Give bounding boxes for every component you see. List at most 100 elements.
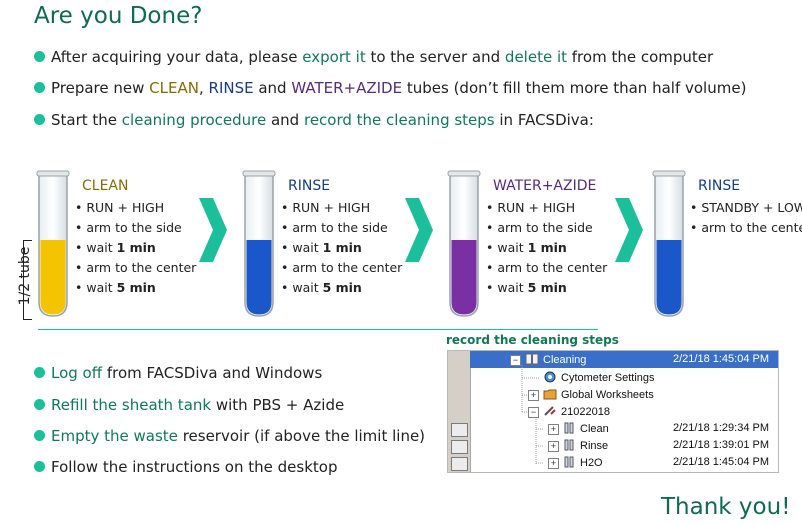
tree-row-clean[interactable]: Clean (562, 422, 609, 435)
step-list-water-azide: • RUN + HIGH• arm to the side• wait 1 mi… (486, 198, 607, 298)
divider (38, 329, 598, 330)
step-title-rinse: RINSE (288, 178, 331, 194)
bullet-text: , (198, 79, 209, 97)
page-title: Are you Done? (34, 3, 203, 29)
step-item: • wait 1 min (281, 240, 362, 255)
bullet-text: reservoir (if above the limit line) (177, 427, 426, 445)
step-list-rinse: • RUN + HIGH• arm to the side• wait 1 mi… (281, 198, 402, 298)
tree-row-global-worksheets[interactable]: Global Worksheets (543, 388, 654, 401)
step-item: • arm to the side (281, 220, 388, 235)
clean-label: CLEAN (149, 79, 199, 97)
bullet-highlight: cleaning procedure (121, 111, 267, 129)
bullet-highlight: export it (302, 48, 366, 66)
bullet-follow-instructions: Follow the instructions on the desktop (34, 458, 337, 476)
panel-gutter (448, 351, 471, 472)
step-item: • arm to the side (75, 220, 182, 235)
bullet-dot (34, 114, 45, 125)
bullet-highlight: Log off (51, 364, 103, 382)
gutter-button[interactable] (451, 423, 468, 437)
tree-row-label: Cytometer Settings (561, 372, 655, 384)
bullet-dot (34, 399, 45, 410)
cytometer-icon (544, 371, 556, 383)
rinse-tube-icon (242, 170, 276, 317)
facsdiva-browser-panel: − Cleaning 2/21/18 1:45:04 PM Cytometer … (447, 350, 779, 473)
collapse-toggle[interactable]: − (510, 355, 521, 366)
step-item: • STANDBY + LOW (690, 200, 802, 215)
collapse-toggle[interactable]: − (528, 407, 539, 418)
chevron-right-icon (199, 198, 227, 262)
rinse-label: RINSE (208, 79, 254, 97)
tree-row-rinse[interactable]: Rinse (562, 439, 608, 452)
rinse-standby-tube-icon (652, 170, 686, 317)
bullet-text: and (253, 79, 292, 97)
tree-row-experiment[interactable]: 21022018 (543, 405, 610, 418)
bullet-text: from the computer (567, 48, 714, 66)
bullet-log-off: Log off from FACSDiva and Windows (34, 364, 322, 382)
selected-row-highlight (470, 351, 778, 368)
bullet-highlight: delete it (504, 48, 567, 66)
bullet-dot (34, 367, 45, 378)
record-steps-label: record the cleaning steps (446, 333, 619, 347)
water-azide-label: WATER+AZIDE (291, 79, 403, 97)
bullet-highlight: Empty the waste (51, 427, 178, 445)
water-azide-tube-icon (447, 170, 481, 317)
tree-row-cleaning[interactable]: Cleaning (525, 353, 586, 366)
bullet-text: After acquiring your data, please (51, 48, 303, 66)
clean-tube-icon (36, 170, 70, 317)
bullet-text: from FACSDiva and Windows (102, 364, 323, 382)
expand-toggle[interactable]: + (528, 390, 539, 401)
step-item: • arm to the center (690, 220, 802, 235)
tree-row-label: 21022018 (561, 406, 610, 418)
bullet-export: After acquiring your data, please export… (34, 48, 713, 66)
step-title-clean: CLEAN (82, 178, 129, 194)
step-item: • arm to the side (486, 220, 593, 235)
step-item: • arm to the center (486, 260, 608, 275)
bullet-text: Start the (51, 111, 122, 129)
tree-row-date: 2/21/18 1:45:04 PM (673, 353, 770, 365)
step-item: • arm to the center (281, 260, 403, 275)
step-list-rinse-standby: • STANDBY + LOW • arm to the center (690, 198, 802, 238)
tree-row-label: H2O (580, 457, 603, 469)
step-title-water-azide: WATER+AZIDE (493, 178, 597, 194)
bullet-text: to the server and (365, 48, 505, 66)
tree-row-date: 2/21/18 1:29:34 PM (673, 422, 770, 434)
book-icon (525, 353, 539, 365)
bullet-prepare-tubes: Prepare new CLEAN, RINSE and WATER+AZIDE… (34, 79, 746, 97)
experiment-icon (544, 406, 556, 416)
step-title-rinse-standby: RINSE (698, 178, 741, 194)
gutter-button[interactable] (451, 457, 468, 471)
half-tube-bracket (23, 240, 32, 320)
bullet-empty-waste: Empty the waste reservoir (if above the … (34, 427, 425, 445)
expand-toggle[interactable]: + (548, 458, 559, 469)
step-list-clean: • RUN + HIGH• arm to the side• wait 1 mi… (75, 198, 196, 298)
bullet-text: Prepare new (51, 79, 150, 97)
bullet-text: and (266, 111, 304, 129)
step-item: • wait 5 min (75, 280, 156, 295)
tree-row-label: Clean (580, 423, 609, 435)
expand-toggle[interactable]: + (548, 424, 559, 435)
chevron-right-icon (615, 198, 643, 262)
gutter-button[interactable] (451, 440, 468, 454)
step-item: • wait 1 min (486, 240, 567, 255)
folder-icon (543, 389, 557, 400)
bullet-dot (34, 51, 45, 62)
step-item: • wait 5 min (486, 280, 567, 295)
bullet-highlight: Refill the sheath tank (51, 396, 212, 414)
chevron-right-icon (405, 198, 433, 262)
step-item: • RUN + HIGH (75, 200, 165, 215)
step-item: • wait 5 min (281, 280, 362, 295)
tube-icon (564, 456, 574, 468)
tree-row-date: 2/21/18 1:45:04 PM (673, 456, 770, 468)
step-item: • arm to the center (75, 260, 197, 275)
tree-row-label: Rinse (580, 440, 609, 452)
tree-row-h2o[interactable]: H2O (562, 456, 603, 469)
tree-row-label: Global Worksheets (561, 389, 654, 401)
expand-toggle[interactable]: + (548, 441, 559, 452)
bullet-highlight: record the cleaning steps (303, 111, 495, 129)
bullet-refill-sheath: Refill the sheath tank with PBS + Azide (34, 396, 344, 414)
tube-icon (564, 422, 574, 434)
bullet-text: tubes (don’t fill them more than half vo… (402, 79, 747, 97)
tree-row-cytometer-settings[interactable]: Cytometer Settings (543, 371, 655, 384)
bullet-text: with PBS + Azide (211, 396, 345, 414)
thank-you-text: Thank you! (661, 494, 791, 520)
